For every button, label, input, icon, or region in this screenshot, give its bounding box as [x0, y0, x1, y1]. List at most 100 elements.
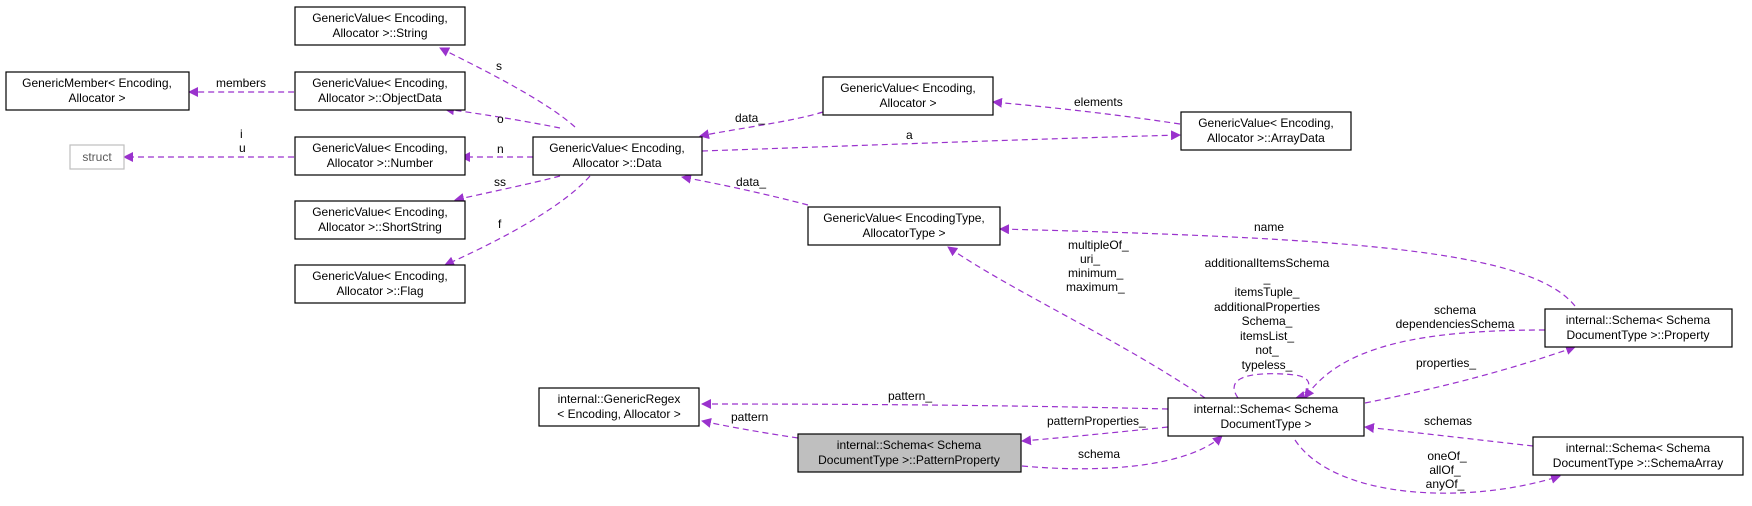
node-generic-value-objectdata[interactable]: GenericValue< Encoding,Allocator >::Obje…	[294, 71, 466, 111]
node-generic-value-objectdata-line-2: Allocator >::ObjectData	[318, 91, 442, 105]
edge-combinators-line-1: oneOf_	[1427, 449, 1467, 463]
node-generic-value-number-line-2: Allocator >::Number	[327, 156, 433, 170]
edge-o: o	[444, 105, 561, 129]
edge-iu-line-2: u	[239, 141, 246, 155]
node-generic-value-encodingtype[interactable]: GenericValue< EncodingType,AllocatorType…	[807, 206, 1001, 246]
edge-properties-path	[1364, 345, 1576, 404]
edge-self-line-7: not_	[1255, 343, 1279, 357]
node-schema-property-box	[1544, 308, 1733, 348]
node-generic-value[interactable]: GenericValue< Encoding,Allocator >	[822, 76, 994, 116]
node-generic-member-line-2: Allocator >	[68, 91, 125, 105]
node-generic-value-flag-text: GenericValue< Encoding,Allocator >::Flag	[312, 269, 448, 298]
edge-f: f	[444, 175, 591, 266]
node-schema-property-line-1: internal::Schema< Schema	[1566, 313, 1711, 327]
edge-members-label: members	[216, 76, 266, 90]
node-generic-value-arraydata-line-2: Allocator >::ArrayData	[1207, 131, 1325, 145]
edge-schema-property-line-2: dependenciesSchema	[1396, 317, 1515, 331]
node-generic-regex-box	[538, 387, 700, 427]
node-generic-value-shortstring[interactable]: GenericValue< Encoding,Allocator >::Shor…	[294, 200, 466, 240]
edge-n-label: n	[497, 142, 504, 156]
edge-o-label: o	[497, 112, 504, 126]
edge-f-label: f	[498, 217, 502, 231]
edge-schema-property-line-1: schema	[1434, 303, 1476, 317]
edge-data-type-path	[681, 173, 809, 206]
node-struct[interactable]: struct	[69, 144, 125, 170]
edge-f-line-1: f	[498, 217, 502, 231]
edge-elements-label: elements	[1074, 95, 1123, 109]
edge-properties-label: properties_	[1416, 356, 1476, 370]
edge-schema-patternproperty-line-1: schema	[1078, 447, 1120, 461]
node-generic-value-shortstring-box	[294, 200, 466, 240]
node-generic-value-flag-line-1: GenericValue< Encoding,	[312, 269, 448, 283]
node-schema-schemaarray-box	[1532, 436, 1744, 476]
edge-self: additionalItemsSchema_itemsTuple_additio…	[1205, 256, 1330, 401]
node-generic-value-shortstring-line-1: GenericValue< Encoding,	[312, 205, 448, 219]
edge-numerics-line-2: uri_	[1080, 252, 1100, 266]
edge-patternproperties-line-1: patternProperties_	[1047, 414, 1146, 428]
node-generic-value-data-line-2: Allocator >::Data	[572, 156, 661, 170]
edge-ss: ss	[454, 175, 561, 203]
node-schema-schemaarray-line-1: internal::Schema< Schema	[1566, 441, 1711, 455]
edge-numerics-line-1: multipleOf_	[1068, 238, 1129, 252]
edge-f-path	[444, 175, 591, 266]
edge-pattern-schema-line-1: pattern_	[888, 389, 932, 403]
edge-pattern-patternproperty-label: pattern	[731, 410, 768, 424]
node-generic-value-objectdata-text: GenericValue< Encoding,Allocator >::Obje…	[312, 76, 448, 105]
node-generic-value-string-line-1: GenericValue< Encoding,	[312, 11, 448, 25]
edge-elements-path	[992, 97, 1181, 125]
edge-s-path	[439, 47, 576, 128]
edge-s-line-1: s	[496, 59, 502, 73]
edge-a-line-1: a	[906, 128, 913, 142]
edge-numerics-line-4: maximum_	[1066, 280, 1125, 294]
node-schema-line-1: internal::Schema< Schema	[1194, 402, 1339, 416]
edge-elements-line-1: elements	[1074, 95, 1123, 109]
edge-combinators-line-2: allOf_	[1429, 463, 1461, 477]
edge-n: n	[460, 142, 533, 162]
edge-combinators-path	[1294, 439, 1561, 494]
edge-o-line-1: o	[497, 112, 504, 126]
edge-pattern-patternproperty: pattern	[701, 410, 799, 439]
edge-self-label: additionalItemsSchema_itemsTuple_additio…	[1205, 256, 1330, 372]
node-generic-value-string[interactable]: GenericValue< Encoding,Allocator >::Stri…	[294, 6, 466, 46]
edge-data-type-label: data_	[736, 175, 766, 189]
edge-a-path	[701, 130, 1181, 152]
node-generic-value-arraydata-text: GenericValue< Encoding,Allocator >::Arra…	[1198, 116, 1334, 145]
edge-self-line-4: additionalProperties	[1214, 300, 1320, 314]
edge-members-line-1: members	[216, 76, 266, 90]
node-schema-property-line-2: DocumentType >::Property	[1566, 328, 1709, 342]
edge-data-value: data_	[699, 111, 824, 140]
node-generic-value-number[interactable]: GenericValue< Encoding,Allocator >::Numb…	[294, 136, 466, 176]
node-generic-value-box	[822, 76, 994, 116]
node-generic-value-arraydata[interactable]: GenericValue< Encoding,Allocator >::Arra…	[1180, 111, 1352, 151]
node-generic-value-data-box	[532, 136, 703, 176]
edge-data-type: data_	[681, 173, 809, 206]
node-generic-value-arraydata-box	[1180, 111, 1352, 151]
edge-ss-label: ss	[494, 175, 506, 189]
node-generic-member-box	[5, 71, 190, 111]
edge-patternproperties: patternProperties_	[1021, 414, 1169, 446]
edge-combinators-label: oneOf_allOf_anyOf_	[1426, 449, 1467, 491]
node-schema-patternproperty-line-2: DocumentType >::PatternProperty	[818, 453, 1000, 467]
edge-schema-property-path	[1304, 329, 1546, 399]
edge-numerics-label: multipleOf_uri_minimum_maximum_	[1066, 238, 1129, 294]
node-generic-member[interactable]: GenericMember< Encoding,Allocator >	[5, 71, 190, 111]
node-generic-regex[interactable]: internal::GenericRegex< Encoding, Alloca…	[538, 387, 700, 427]
node-generic-value-data[interactable]: GenericValue< Encoding,Allocator >::Data	[532, 136, 703, 176]
edge-s: s	[439, 47, 576, 128]
edge-data-value-line-1: data_	[735, 111, 765, 125]
node-generic-value-shortstring-text: GenericValue< Encoding,Allocator >::Shor…	[312, 205, 448, 234]
edge-schemas: schemas	[1364, 414, 1534, 447]
node-generic-value-string-text: GenericValue< Encoding,Allocator >::Stri…	[312, 11, 448, 40]
node-generic-value-flag[interactable]: GenericValue< Encoding,Allocator >::Flag	[294, 264, 466, 304]
node-generic-value-objectdata-line-1: GenericValue< Encoding,	[312, 76, 448, 90]
node-struct-box	[69, 144, 125, 170]
edge-self-path	[1233, 373, 1310, 401]
